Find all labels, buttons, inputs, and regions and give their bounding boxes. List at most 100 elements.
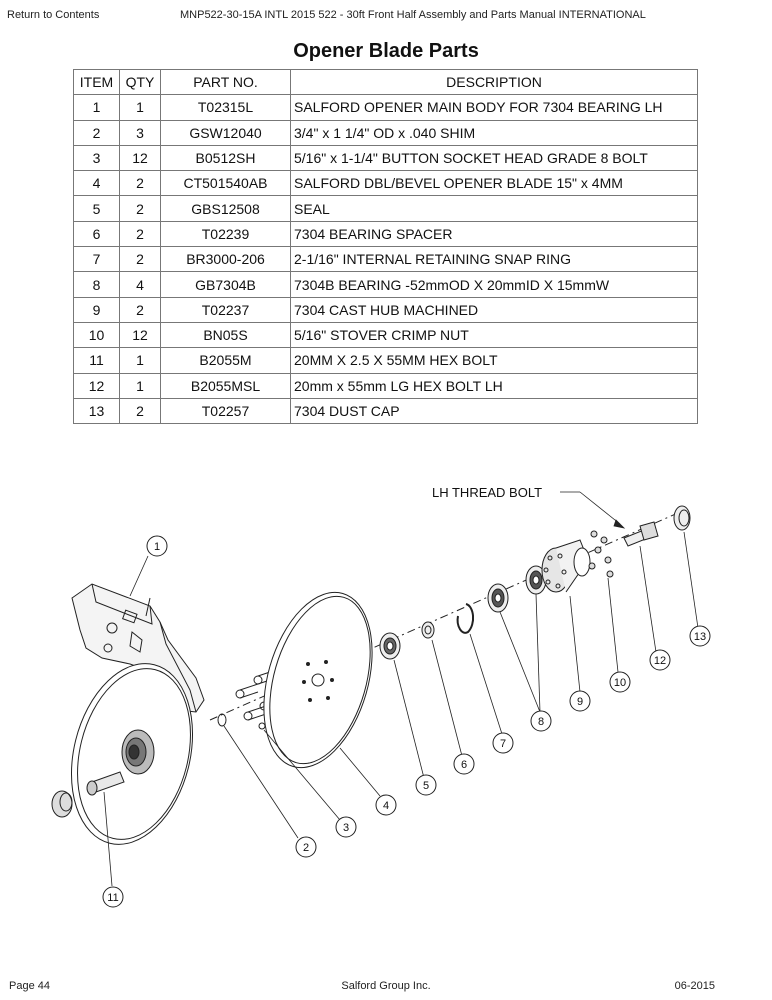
column-header-part-no: PART NO. bbox=[160, 68, 291, 96]
cell-qty: 4 bbox=[119, 271, 161, 298]
cell-item: 3 bbox=[73, 144, 120, 172]
page-number: Page 44 bbox=[9, 980, 50, 992]
company-name: Salford Group Inc. bbox=[341, 980, 431, 992]
column-header-description: DESCRIPTION bbox=[290, 68, 698, 96]
cell-description: 20MM X 2.5 X 55MM HEX BOLT bbox=[290, 347, 698, 374]
cell-item: 4 bbox=[73, 170, 120, 197]
balloon-item-8: 8 bbox=[530, 710, 552, 732]
item-balloons: 1 2 3 4 5 6 7 8 9 10 11 12 13 bbox=[102, 535, 711, 908]
cell-part-no: B0512SH bbox=[160, 144, 291, 172]
cell-part-no: T02237 bbox=[160, 296, 291, 323]
return-to-contents-link[interactable]: Return to Contents bbox=[7, 9, 100, 21]
publication-date: 06-2015 bbox=[674, 980, 715, 992]
cell-part-no: T02257 bbox=[160, 397, 291, 425]
cell-part-no: CT501540AB bbox=[160, 170, 291, 197]
bearing-spacer-part bbox=[421, 621, 435, 639]
svg-text:13: 13 bbox=[694, 631, 706, 643]
balloon-item-10: 10 bbox=[609, 671, 631, 693]
bearings-part bbox=[487, 565, 547, 613]
balloon-item-7: 7 bbox=[492, 732, 514, 754]
opener-blade-part bbox=[263, 591, 373, 769]
snap-ring-part bbox=[456, 603, 474, 634]
balloon-item-6: 6 bbox=[453, 753, 475, 775]
left-hub-assembly-part bbox=[121, 729, 155, 775]
document-title: MNP522-30-15A INTL 2015 522 - 30ft Front… bbox=[180, 9, 646, 21]
balloon-item-9: 9 bbox=[569, 690, 591, 712]
cell-item: 12 bbox=[73, 372, 120, 399]
lh-thread-bolt-callout: LH THREAD BOLT bbox=[432, 485, 542, 500]
cell-description: 7304B BEARING -52mmOD X 20mmID X 15mmW bbox=[290, 271, 698, 298]
cell-part-no: T02239 bbox=[160, 220, 291, 248]
cell-qty: 1 bbox=[119, 94, 161, 121]
svg-text:1: 1 bbox=[154, 541, 160, 553]
svg-text:3: 3 bbox=[343, 822, 349, 834]
svg-text:2: 2 bbox=[303, 842, 309, 854]
cell-qty: 3 bbox=[119, 119, 161, 146]
cell-part-no: B2055MSL bbox=[160, 372, 291, 399]
cell-item: 10 bbox=[73, 321, 120, 349]
cell-item: 9 bbox=[73, 296, 120, 323]
cell-description: 20mm x 55mm LG HEX BOLT LH bbox=[290, 372, 698, 399]
cell-part-no: B2055M bbox=[160, 347, 291, 374]
cell-qty: 2 bbox=[119, 195, 161, 222]
balloon-item-11: 11 bbox=[102, 886, 124, 908]
cell-part-no: BR3000-206 bbox=[160, 246, 291, 273]
balloon-item-12: 12 bbox=[649, 649, 671, 671]
exploded-assembly-diagram: LH THREAD BOLT 1 2 3 4 5 6 7 8 9 10 11 1… bbox=[51, 485, 711, 908]
balloon-item-2: 2 bbox=[295, 836, 317, 858]
cell-item: 6 bbox=[73, 220, 120, 248]
cell-qty: 2 bbox=[119, 246, 161, 273]
cell-qty: 12 bbox=[119, 144, 161, 172]
cell-item: 1 bbox=[73, 94, 120, 121]
cell-part-no: GBS12508 bbox=[160, 195, 291, 222]
column-header-qty: QTY bbox=[119, 68, 161, 96]
svg-text:12: 12 bbox=[654, 655, 666, 667]
cell-description: SALFORD DBL/BEVEL OPENER BLADE 15" x 4MM bbox=[290, 170, 698, 197]
cell-item: 8 bbox=[73, 271, 120, 298]
leader-lines bbox=[103, 491, 699, 887]
cell-description: 3/4" x 1 1/4" OD x .040 SHIM bbox=[290, 119, 698, 146]
seal-part bbox=[379, 632, 401, 660]
cell-description: SEAL bbox=[290, 195, 698, 222]
svg-text:9: 9 bbox=[577, 696, 583, 708]
cell-qty: 1 bbox=[119, 347, 161, 374]
cast-hub-part bbox=[541, 539, 591, 593]
svg-text:6: 6 bbox=[461, 759, 467, 771]
cell-description: 5/16" x 1-1/4" BUTTON SOCKET HEAD GRADE … bbox=[290, 144, 698, 172]
cell-qty: 1 bbox=[119, 372, 161, 399]
cell-part-no: BN05S bbox=[160, 321, 291, 349]
cell-description: 5/16" STOVER CRIMP NUT bbox=[290, 321, 698, 349]
crimp-nuts-part bbox=[588, 530, 614, 578]
balloon-item-1: 1 bbox=[146, 535, 168, 557]
cell-part-no: GSW12040 bbox=[160, 119, 291, 146]
balloon-item-13: 13 bbox=[689, 625, 711, 647]
cell-item: 2 bbox=[73, 119, 120, 146]
cell-qty: 2 bbox=[119, 220, 161, 248]
cell-qty: 12 bbox=[119, 321, 161, 349]
cell-item: 5 bbox=[73, 195, 120, 222]
svg-text:5: 5 bbox=[423, 780, 429, 792]
balloon-item-4: 4 bbox=[375, 794, 397, 816]
svg-text:10: 10 bbox=[614, 677, 626, 689]
cell-qty: 2 bbox=[119, 296, 161, 323]
cell-description: 7304 BEARING SPACER bbox=[290, 220, 698, 248]
dust-cap-part bbox=[673, 505, 691, 531]
cell-description: SALFORD OPENER MAIN BODY FOR 7304 BEARIN… bbox=[290, 94, 698, 121]
page-title: Opener Blade Parts bbox=[293, 40, 479, 62]
shim-part bbox=[217, 713, 227, 727]
balloon-item-3: 3 bbox=[335, 816, 357, 838]
svg-text:8: 8 bbox=[538, 716, 544, 728]
hex-bolt-part bbox=[51, 771, 125, 818]
